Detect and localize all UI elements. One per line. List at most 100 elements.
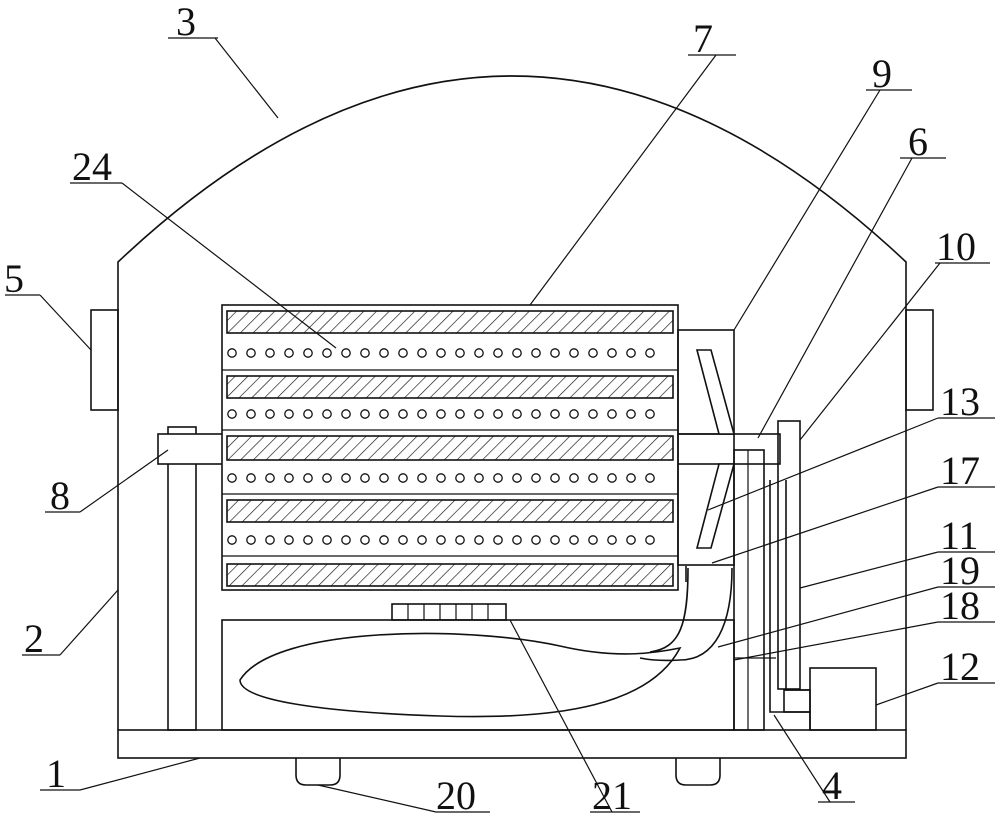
drum-bars: [226, 310, 674, 587]
perforation-hole: [379, 409, 389, 419]
perforation-hole: [550, 535, 560, 545]
fan-blade-upper: [695, 349, 736, 435]
perforation-hole: [227, 473, 237, 483]
label-6: 6: [908, 119, 928, 164]
perforation-hole: [417, 348, 427, 358]
perforation-hole: [322, 348, 332, 358]
label-17: 17: [940, 448, 980, 493]
label-13: 13: [940, 379, 980, 424]
perforation-hole: [588, 535, 598, 545]
heater-element: [391, 603, 507, 621]
perforation-hole: [303, 473, 313, 483]
label-19: 19: [940, 548, 980, 593]
perforation-hole: [398, 348, 408, 358]
perforation-hole: [227, 535, 237, 545]
perforation-hole: [474, 535, 484, 545]
perforation-hole: [474, 473, 484, 483]
perforation-hole: [645, 348, 655, 358]
perforation-hole: [493, 348, 503, 358]
perforation-hole: [265, 409, 275, 419]
perforation-hole: [360, 535, 370, 545]
perforation-hole: [607, 409, 617, 419]
perforation-hole: [474, 348, 484, 358]
perforation-hole: [588, 409, 598, 419]
label-7: 7: [693, 16, 713, 61]
perforation-hole: [284, 409, 294, 419]
perforation-hole: [436, 409, 446, 419]
perforation-hole: [645, 409, 655, 419]
pipe-joint: [783, 689, 811, 713]
perforation-hole: [531, 348, 541, 358]
perforation-hole: [341, 473, 351, 483]
perforation-hole: [474, 409, 484, 419]
perforation-hole: [265, 535, 275, 545]
bracket: [777, 420, 801, 690]
label-4: 4: [822, 763, 842, 808]
perforation-hole: [607, 473, 617, 483]
perforation-holes: [227, 348, 655, 545]
perforation-hole: [379, 535, 389, 545]
perforation-hole: [417, 535, 427, 545]
perforation-hole: [246, 535, 256, 545]
perforation-hole: [360, 409, 370, 419]
label-18: 18: [940, 583, 980, 628]
perforation-hole: [322, 535, 332, 545]
perforation-hole: [493, 535, 503, 545]
perforation-hole: [607, 535, 617, 545]
label-1: 1: [46, 751, 66, 796]
label-24: 24: [72, 144, 112, 189]
perforation-hole: [569, 535, 579, 545]
perforation-hole: [512, 348, 522, 358]
perforation-hole: [265, 473, 275, 483]
label-9: 9: [872, 51, 892, 96]
label-8: 8: [50, 473, 70, 518]
perforation-hole: [303, 409, 313, 419]
perforation-hole: [645, 473, 655, 483]
label-12: 12: [940, 644, 980, 689]
left-support: [167, 426, 197, 731]
perforation-hole: [436, 535, 446, 545]
perforation-hole: [379, 473, 389, 483]
fan-blade-lower: [695, 463, 736, 549]
perforation-hole: [550, 473, 560, 483]
perforation-hole: [265, 348, 275, 358]
wheel-right: [675, 758, 721, 786]
wheel-left: [295, 758, 341, 786]
fan-housing: [677, 329, 735, 566]
perforation-hole: [455, 348, 465, 358]
perforation-hole: [626, 348, 636, 358]
hose: [639, 567, 733, 662]
drum-dividers: [222, 369, 678, 557]
perforation-hole: [645, 535, 655, 545]
reservoir: [239, 632, 682, 718]
perforation-hole: [379, 348, 389, 358]
perforation-hole: [341, 409, 351, 419]
perforation-hole: [436, 348, 446, 358]
perforation-hole: [417, 409, 427, 419]
perforation-hole: [322, 473, 332, 483]
label-10: 10: [936, 224, 976, 269]
perforation-hole: [569, 473, 579, 483]
perforation-hole: [417, 473, 427, 483]
perforation-hole: [626, 473, 636, 483]
perforation-hole: [512, 535, 522, 545]
perforation-hole: [398, 535, 408, 545]
label-11: 11: [940, 513, 979, 558]
perforation-hole: [284, 348, 294, 358]
perforation-hole: [588, 473, 598, 483]
perforation-hole: [360, 348, 370, 358]
perforation-hole: [493, 409, 503, 419]
perforation-hole: [626, 409, 636, 419]
perforation-hole: [436, 473, 446, 483]
perforation-hole: [569, 348, 579, 358]
perforation-hole: [246, 473, 256, 483]
perforation-hole: [531, 409, 541, 419]
perforation-hole: [303, 535, 313, 545]
perforation-hole: [455, 535, 465, 545]
perforation-hole: [531, 535, 541, 545]
perforation-hole: [550, 348, 560, 358]
perforation-hole: [512, 409, 522, 419]
perforation-hole: [284, 535, 294, 545]
perforation-hole: [626, 535, 636, 545]
